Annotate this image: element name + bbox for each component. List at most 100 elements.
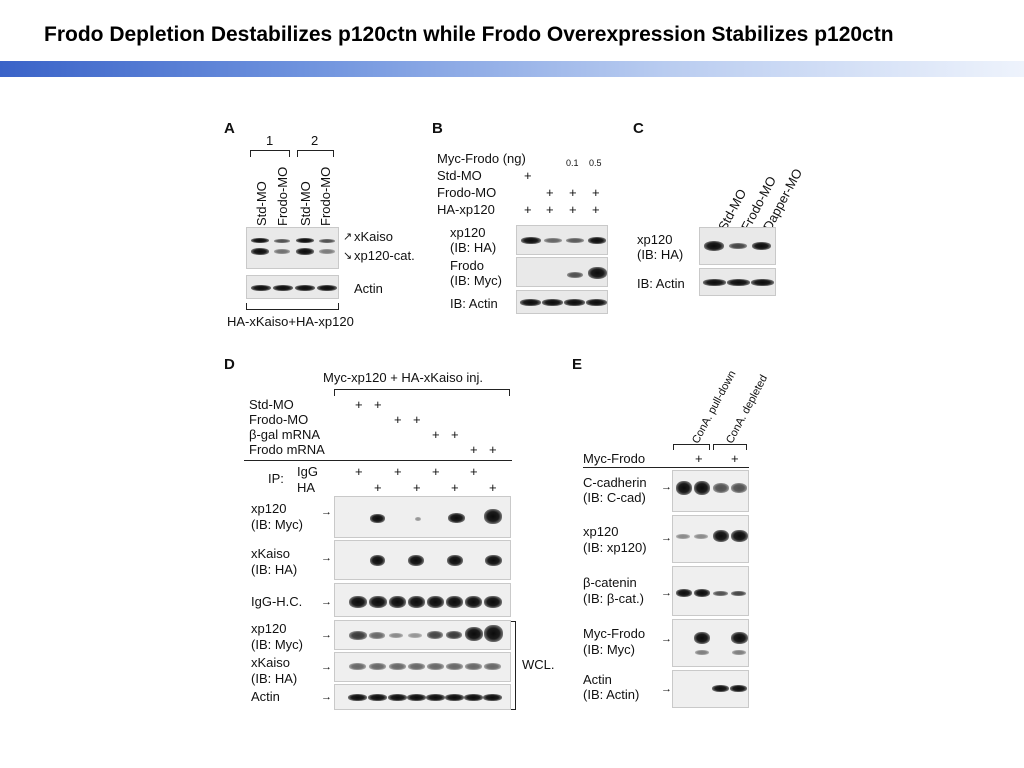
panel-d-row-label: Frodo mRNA: [249, 442, 325, 457]
panel-d-blot-label: IgG-H.C.: [251, 594, 303, 609]
panel-b-blot-actin: [516, 290, 608, 314]
panel-c-blot-label: IB: Actin: [637, 276, 685, 291]
panel-b-blot-frodo: [516, 257, 608, 287]
blot-band: [427, 663, 444, 670]
panel-d-blot-wcl-xp120: [334, 620, 511, 650]
blot-band: [319, 239, 335, 243]
panel-b-cell: +: [569, 185, 577, 200]
blot-band: [427, 596, 444, 608]
band-arrow: ↗: [343, 231, 353, 243]
blot-band: [483, 694, 502, 701]
panel-e-group-bracket: [713, 444, 747, 445]
panel-d-letter: D: [224, 356, 235, 373]
blot-band: [251, 238, 269, 243]
panel-d-cell: +: [413, 412, 421, 427]
panel-e-blot-label: Myc-Frodo: [583, 626, 646, 641]
panel-e-cell: +: [695, 451, 703, 466]
panel-e-divider: [583, 467, 749, 468]
panel-d-cell: +: [432, 427, 440, 442]
blot-band: [427, 631, 443, 639]
panel-a-bracket-tick: [297, 150, 298, 157]
panel-e-bracket-tick: [709, 444, 710, 450]
panel-b-cell: 0.1: [566, 158, 579, 168]
blot-band: [408, 633, 422, 638]
panel-d-blot-ip-xkaiso: [334, 540, 511, 580]
panel-d-cell: +: [394, 464, 402, 479]
panel-d-blot-label: (IB: Myc): [251, 517, 303, 532]
band-arrow: →: [321, 629, 332, 641]
panel-b-blot-label: (IB: Myc): [450, 273, 502, 288]
panel-a-group-bracket-2: [297, 150, 334, 151]
blot-band: [484, 625, 503, 642]
blot-band: [703, 279, 726, 286]
blot-band: [388, 694, 407, 701]
panel-a-group-2: 2: [311, 133, 319, 148]
panel-b-blot-label: Frodo: [450, 258, 484, 273]
blot-band: [349, 631, 367, 640]
blot-band: [676, 589, 692, 597]
blot-band: [676, 481, 692, 495]
blot-band: [751, 279, 774, 286]
panel-d-cell: +: [451, 480, 459, 495]
panel-d-header-bracket: [334, 389, 510, 390]
blot-band: [370, 514, 385, 523]
blot-band: [520, 299, 541, 306]
panel-d-cell: +: [413, 480, 421, 495]
panel-d-cell: +: [394, 412, 402, 427]
blot-band: [731, 483, 747, 493]
panel-b-blot-xp120: [516, 225, 608, 255]
band-arrow: →: [661, 481, 672, 493]
panel-d-blot-ip-xp120: [334, 496, 511, 538]
panel-b-cell: 0.5: [589, 158, 602, 168]
blot-band: [484, 663, 501, 670]
band-arrow: →: [661, 587, 672, 599]
blot-band: [484, 596, 502, 608]
panel-e-letter: E: [572, 356, 583, 373]
blot-band: [485, 555, 502, 566]
band-arrow: ↘: [343, 250, 353, 262]
panel-d-cell: +: [489, 480, 497, 495]
panel-a-bracket-tick: [246, 303, 247, 310]
blot-band: [521, 237, 541, 244]
panel-d-blot-label: Actin: [251, 689, 280, 704]
blot-band: [368, 694, 387, 701]
blot-band: [465, 627, 483, 641]
blot-band: [348, 694, 367, 701]
panel-d-cell: +: [451, 427, 459, 442]
blot-band: [446, 631, 462, 639]
blot-band: [694, 481, 710, 495]
blot-band: [544, 238, 562, 243]
panel-e-blot-label: (IB: β-cat.): [583, 591, 644, 606]
panel-c-blot-actin: [699, 268, 776, 296]
blot-band: [369, 632, 385, 639]
band-arrow: →: [661, 532, 672, 544]
panel-d-blot-label: (IB: HA): [251, 671, 298, 686]
blot-band: [251, 285, 271, 291]
blot-band: [588, 267, 607, 279]
blot-band: [694, 632, 710, 644]
panel-d-row-label: IgG: [297, 464, 318, 479]
blot-band: [295, 285, 315, 291]
panel-b-cell: +: [546, 202, 554, 217]
panel-d-blot-label: xKaiso: [251, 655, 291, 670]
blot-band: [695, 650, 709, 655]
blot-band: [296, 248, 314, 255]
panel-e-blot-label: Actin: [583, 672, 612, 687]
panel-b-row-label: Std-MO: [437, 168, 482, 183]
panel-a-blot-actin: [246, 275, 339, 299]
panel-e-group-bracket: [673, 444, 710, 445]
blot-band: [446, 596, 463, 608]
panel-a-lane-label: Frodo-MO: [318, 166, 333, 226]
panel-d-cell: +: [470, 464, 478, 479]
panel-e-blot-xp120: [672, 515, 749, 563]
panel-a-bracket-tick: [250, 150, 251, 157]
band-arrow: →: [321, 506, 332, 518]
panel-a-bracket-tick: [289, 150, 290, 157]
blot-band: [296, 238, 314, 243]
panel-b-cell: +: [546, 185, 554, 200]
blot-band: [448, 513, 465, 523]
panel-d-header: Myc-xp120 + HA-xKaiso inj.: [323, 370, 484, 385]
panel-b-row-label: Myc-Frodo (ng): [437, 151, 526, 166]
blot-band: [752, 242, 771, 250]
panel-a-band-xp120: xp120-cat.: [354, 248, 415, 263]
